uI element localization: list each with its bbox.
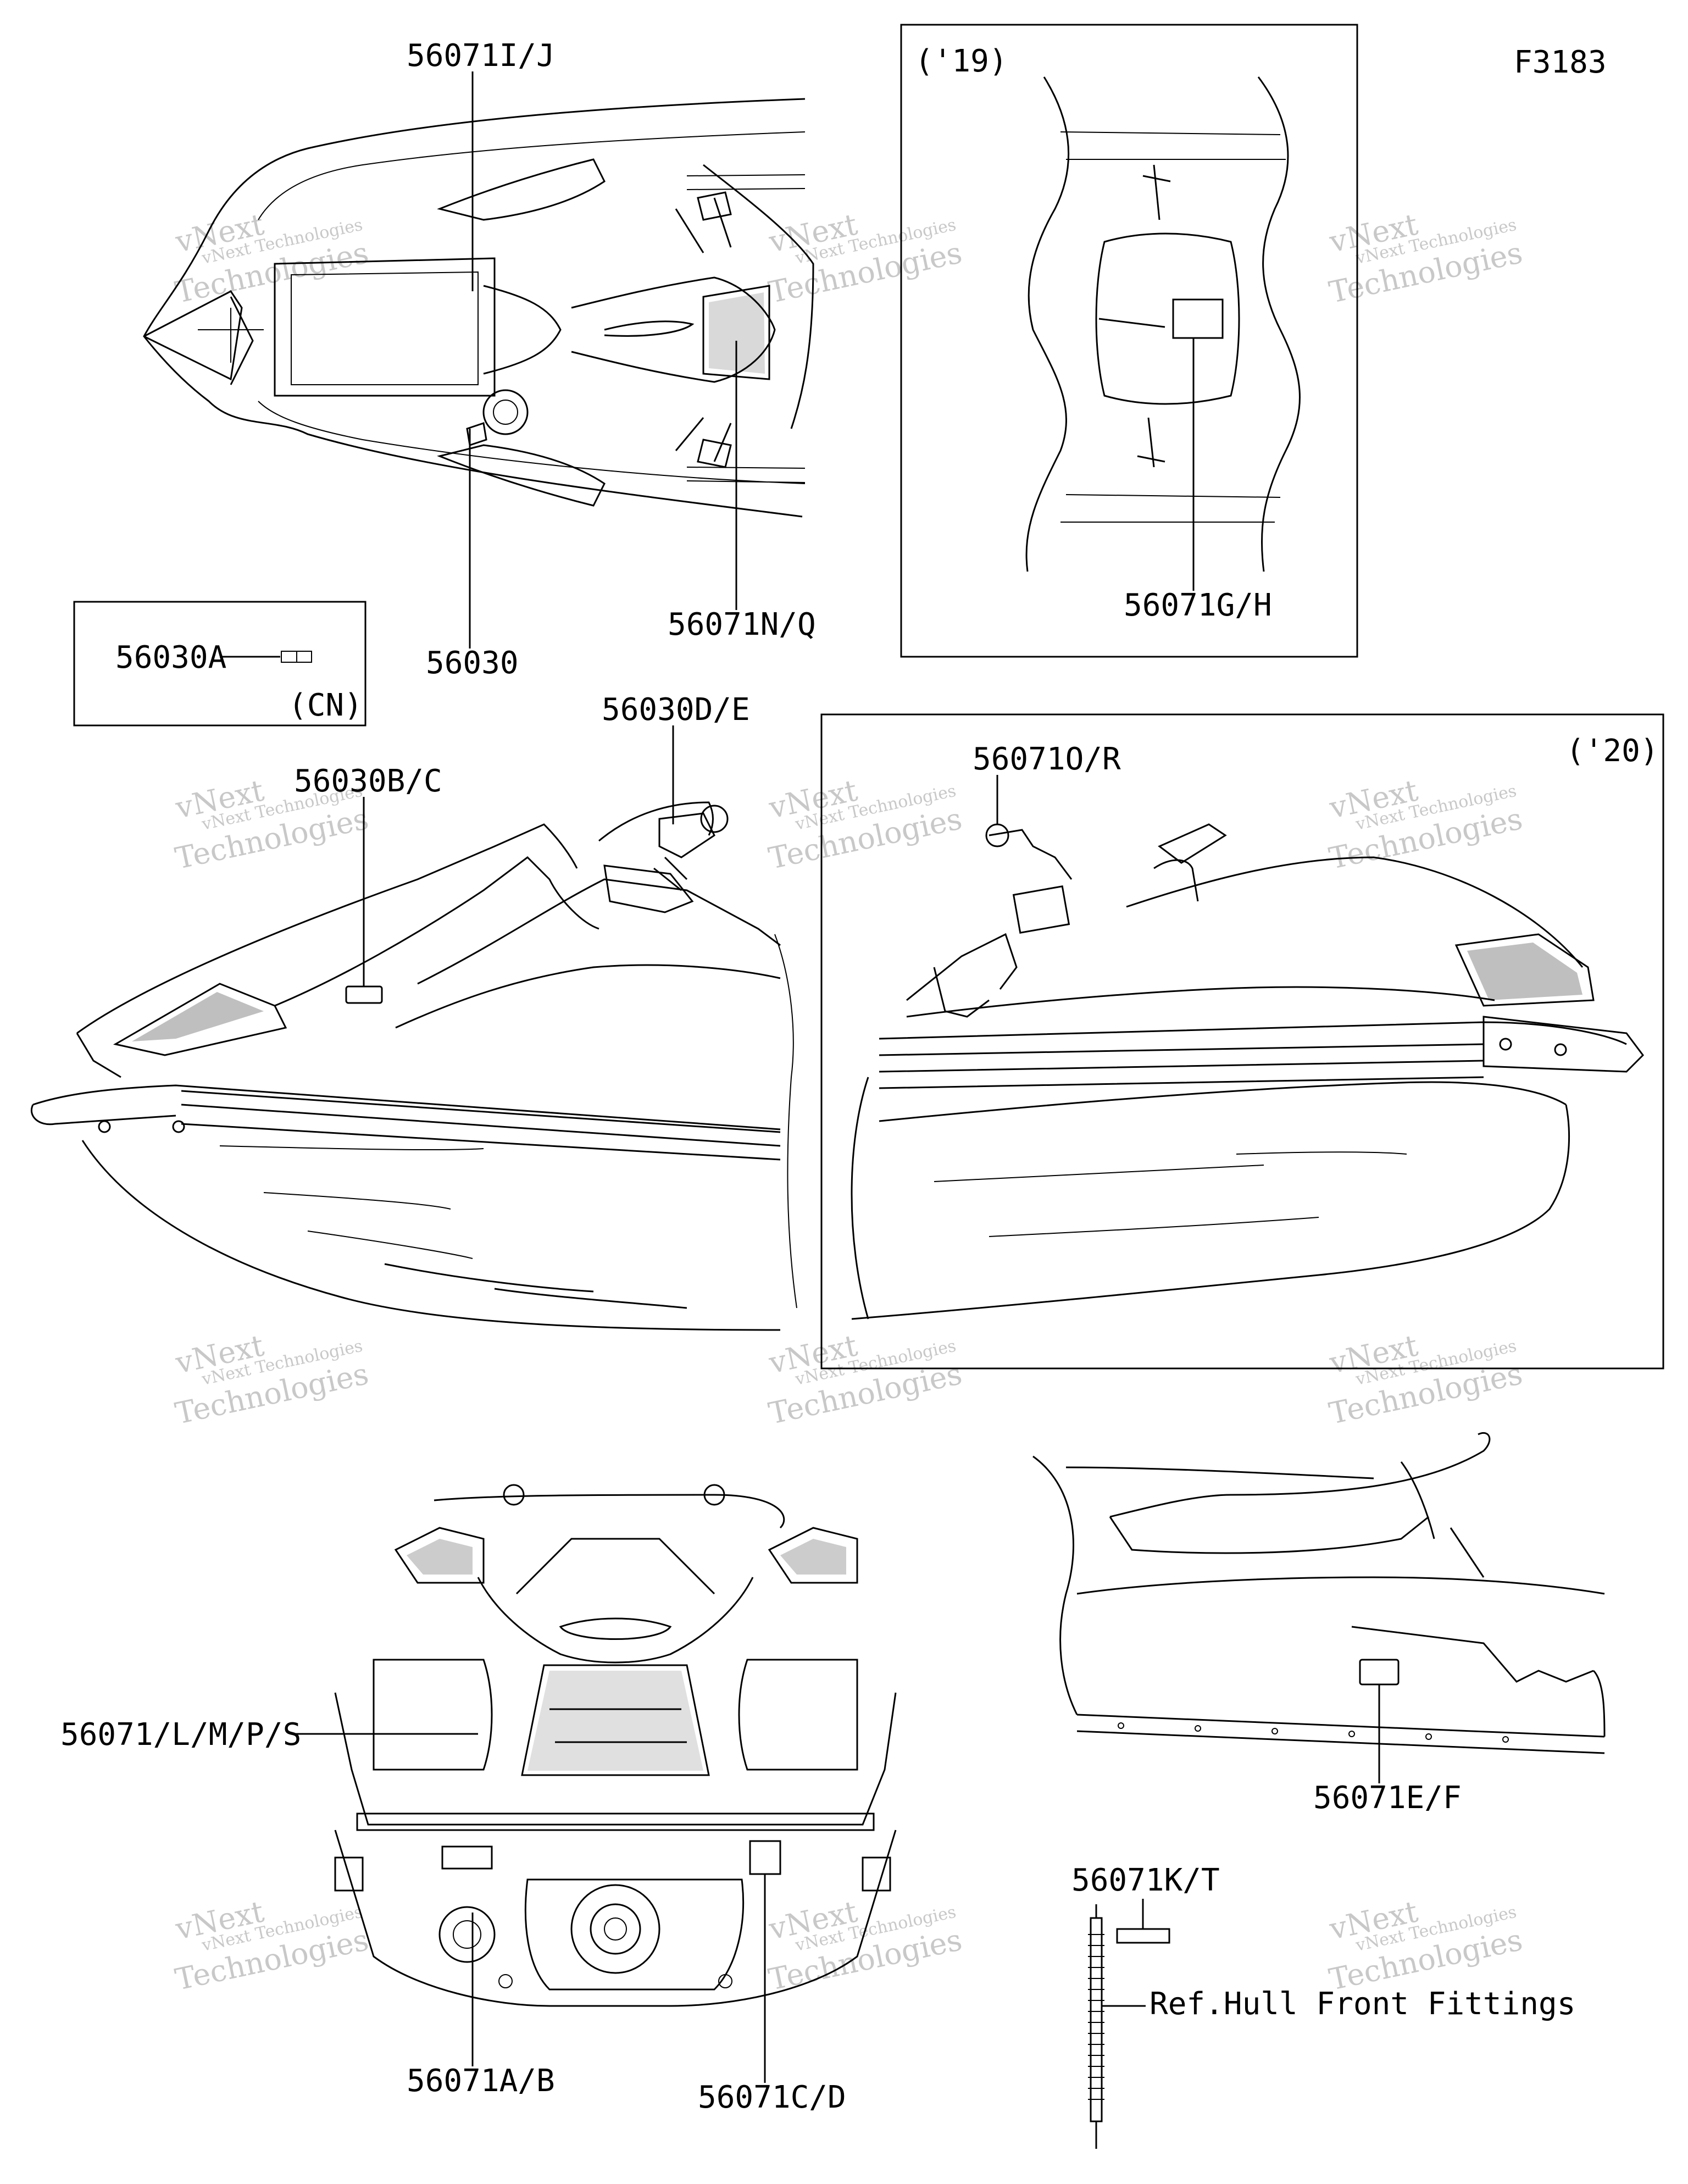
label-56030: 56030 xyxy=(426,645,519,681)
watermark-5: vNext vNext Technologies Technologies xyxy=(765,773,965,876)
watermark-8: vNext vNext Technologies Technologies xyxy=(765,1328,965,1431)
rear-view-drawing xyxy=(334,1484,897,2007)
label-56071EF: 56071E/F xyxy=(1313,1780,1462,1816)
sticker-56071AB xyxy=(441,1845,493,1870)
inset-2020-drawing xyxy=(851,823,1644,1320)
label-y19: ('19) xyxy=(915,43,1008,79)
label-56030DE: 56030D/E xyxy=(602,692,750,728)
sticker-56071OR xyxy=(1012,885,1070,934)
watermark-9: vNext vNext Technologies Technologies xyxy=(1326,1328,1525,1431)
watermark-12: vNext vNext Technologies Technologies xyxy=(1326,1894,1525,1997)
figure-code: F3183 xyxy=(1514,45,1607,80)
cn-variant-box xyxy=(73,601,367,727)
sticker-56071EF xyxy=(1359,1659,1400,1686)
seat-detail-drawing xyxy=(1032,1432,1606,1754)
inset-2019-drawing xyxy=(1025,76,1301,572)
sticker-56071KT xyxy=(1116,1928,1170,1944)
watermark-1: vNext vNext Technologies Technologies xyxy=(172,207,371,310)
top-view-drawing xyxy=(143,98,814,518)
label-56071OR: 56071O/R xyxy=(973,741,1121,777)
label-56071CD: 56071C/D xyxy=(698,2080,846,2115)
inset-2020-box xyxy=(820,713,1664,1370)
watermark-7: vNext vNext Technologies Technologies xyxy=(172,1328,371,1431)
label-ref-hull: Ref.Hull Front Fittings xyxy=(1150,1986,1575,2022)
label-56071AB: 56071A/B xyxy=(407,2063,555,2099)
inset-2019-box xyxy=(900,24,1358,658)
label-56071NQ: 56071N/Q xyxy=(668,607,816,642)
label-56071GH: 56071G/H xyxy=(1124,587,1272,623)
watermark-11: vNext vNext Technologies Technologies xyxy=(765,1894,965,1997)
label-56071KT: 56071K/T xyxy=(1071,1863,1220,1898)
watermark-2: vNext vNext Technologies Technologies xyxy=(765,207,965,310)
label-56030A: 56030A xyxy=(115,640,226,675)
watermark-10: vNext vNext Technologies Technologies xyxy=(172,1894,371,1997)
watermark-3: vNext vNext Technologies Technologies xyxy=(1326,207,1525,310)
side-view-left-drawing xyxy=(30,801,797,1331)
hull-fitting-drawing xyxy=(1088,1904,1170,2149)
sticker-56071CD xyxy=(749,1840,781,1875)
label-56071IJ: 56071I/J xyxy=(407,38,555,74)
sticker-56030BC xyxy=(345,985,383,1004)
label-cn: (CN) xyxy=(288,688,363,723)
label-56071LMPS: 56071/L/M/P/S xyxy=(60,1717,301,1753)
label-56030BC: 56030B/C xyxy=(294,763,442,799)
label-y20: ('20) xyxy=(1566,733,1659,769)
sticker-56071GH xyxy=(1172,298,1224,339)
